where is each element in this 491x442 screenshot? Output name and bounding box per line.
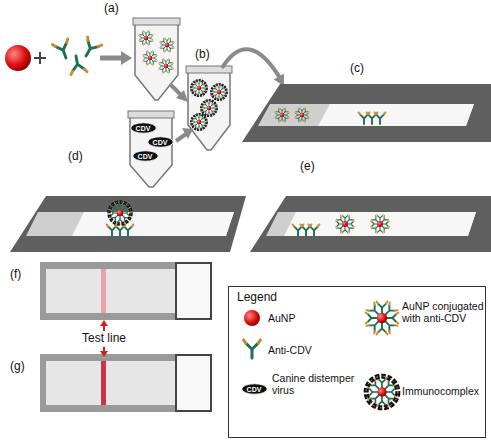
virus-body (241, 384, 266, 394)
virus-label: CDV (136, 125, 151, 132)
test-line-faint (101, 269, 106, 313)
virus-label: CDV (138, 153, 153, 160)
process-arrow (222, 49, 280, 78)
sample-pad (266, 212, 476, 236)
tube (135, 24, 178, 100)
arrow-head (100, 320, 108, 326)
virus-label: CDV (153, 139, 168, 146)
arrow-head (121, 51, 132, 65)
absorbent-pad (176, 355, 211, 411)
antibody (375, 112, 386, 124)
tube-rim (186, 66, 232, 73)
virus-ellipse: CDV (147, 136, 174, 148)
immunocomplex (191, 80, 206, 95)
panel-label: (b) (195, 48, 210, 61)
tube (188, 72, 230, 150)
conjugate (336, 215, 354, 233)
legend-conjugate-icon (366, 302, 399, 335)
antibody (79, 37, 102, 60)
tube-rim (133, 18, 180, 25)
membrane (284, 212, 476, 236)
legend-text: AuNP (268, 312, 358, 324)
panel-label: (e) (300, 160, 315, 173)
immunocomplex (211, 84, 226, 99)
callout-label: Test line (82, 332, 126, 345)
virus-ellipse: CDV (241, 383, 268, 395)
arrow-head (100, 351, 108, 357)
membrane (72, 212, 234, 236)
arrow-head (182, 128, 193, 139)
legend-aunp-icon (244, 310, 260, 326)
panel-label: (f) (10, 268, 21, 281)
antibody (68, 55, 87, 75)
process-arrow (100, 56, 122, 61)
tube-rim (128, 111, 174, 118)
sample-pad (258, 104, 474, 126)
arrow-head (176, 90, 188, 102)
absorbent-pad (176, 263, 211, 319)
immunocomplex (191, 114, 206, 129)
conjugate (159, 59, 173, 73)
conjugate (160, 38, 174, 52)
legend-text: AuNP conjugated with anti-CDV (402, 300, 484, 324)
legend-antibody-icon (244, 340, 261, 358)
immunocomplex (201, 100, 216, 115)
virus-ellipse: CDV (132, 150, 159, 162)
strip-photo (10, 196, 246, 252)
panel-label: (c) (350, 62, 364, 75)
process-arrow (176, 134, 186, 141)
panel-label: (d) (68, 150, 83, 163)
test-line-strong (101, 361, 106, 405)
legend-immunocomplex-icon (366, 376, 398, 408)
strip-photo (40, 262, 212, 320)
panel-label: (g) (10, 360, 25, 373)
legend-text: Canine distemper virus (272, 372, 368, 396)
conjugate (139, 31, 153, 45)
virus-label: CDV (247, 386, 262, 393)
virus-body (147, 137, 172, 147)
virus-body (132, 151, 157, 161)
membrane (318, 104, 474, 126)
conjugate (275, 108, 289, 122)
immunocomplex (109, 202, 131, 224)
virus-ellipse: CDV (130, 122, 157, 134)
legend-text: Immunocomplex (402, 385, 484, 397)
strip-photo (242, 84, 491, 142)
strip-photo (250, 196, 491, 252)
virus-body (130, 123, 155, 133)
aunp-sphere (5, 45, 31, 71)
panel-label: (a) (104, 2, 119, 15)
antibody (123, 224, 134, 236)
antibody (309, 224, 320, 236)
conjugate (143, 51, 157, 65)
legend-text: Anti-CDV (268, 344, 358, 356)
antibody (52, 39, 73, 61)
strip-photo (40, 354, 212, 412)
tube (130, 117, 172, 187)
plus-sign (34, 52, 46, 64)
conjugate (295, 108, 309, 122)
process-arrow (170, 84, 181, 95)
conjugate (371, 215, 389, 233)
